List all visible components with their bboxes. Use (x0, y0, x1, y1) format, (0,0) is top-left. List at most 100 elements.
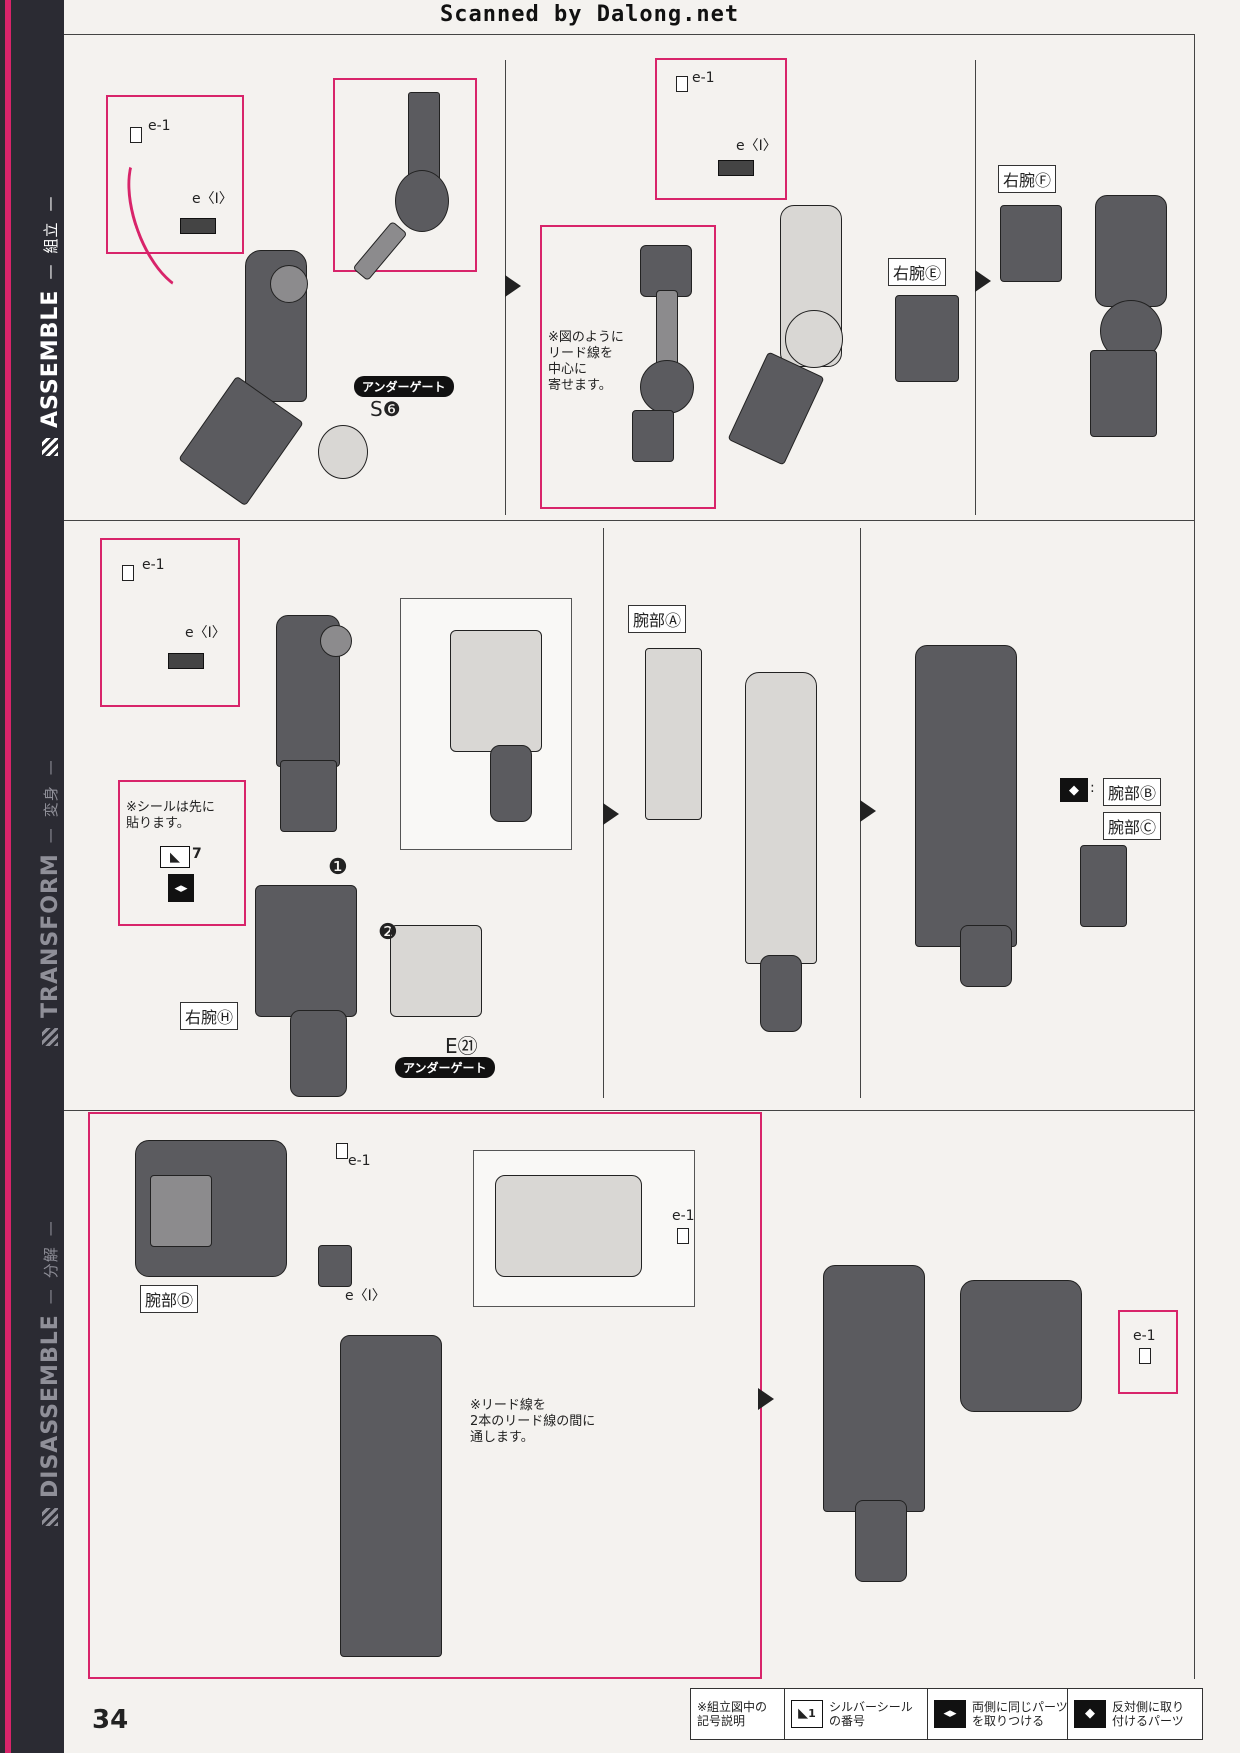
forearm-frame (727, 351, 825, 466)
sticker-number: 7 (192, 846, 202, 862)
polycap-s6 (318, 425, 368, 479)
interior-frame (450, 630, 542, 752)
wire-routing-detail-box (333, 78, 477, 272)
forearm-final-hand (855, 1500, 907, 1582)
slash-icon (42, 1508, 58, 1526)
next-step-arrow (860, 800, 876, 822)
forearm-closed (915, 645, 1017, 947)
connector-icon (718, 160, 754, 176)
elbow-shell (785, 310, 843, 368)
step1-marker: ❶ (328, 855, 348, 880)
scan-credit: Scanned by Dalong.net (440, 2, 740, 27)
note-sticker-first: ※シールは先に 貼ります。 (126, 800, 215, 831)
slash-icon (42, 438, 58, 456)
step2-marker: ❷ (378, 920, 398, 945)
next-step-arrow (975, 270, 991, 292)
forearm-hand (760, 955, 802, 1032)
legend-same-both: ◂▸ 両側に同じパーツ を取りつける (927, 1688, 1075, 1740)
legend-title: ※組立図中の 記号説明 (690, 1688, 792, 1740)
legend-opposite-side: ◆ 反対側に取り 付けるパーツ (1067, 1688, 1203, 1740)
e21-label: E㉑ (445, 1034, 478, 1058)
next-step-arrow (758, 1388, 774, 1410)
plug-icon (336, 1143, 348, 1159)
cover-interior (150, 1175, 212, 1247)
e-i-label: e〈Ⅰ〉 (185, 625, 226, 641)
joint-socket (270, 265, 308, 303)
forearm-final (823, 1265, 925, 1512)
right-arm-e-part (895, 295, 959, 382)
forearm-closed-hand (960, 925, 1012, 987)
cover-final (960, 1280, 1082, 1412)
connector-part (318, 1245, 352, 1287)
under-gate-badge: アンダーゲート (395, 1057, 495, 1078)
legend-silver-sticker: ◣1 シルバーシール の番号 (784, 1688, 935, 1740)
page-number: 34 (92, 1705, 129, 1735)
forearm-upright (340, 1335, 442, 1657)
forearm-assembly (745, 672, 817, 964)
shoulder-block (255, 885, 357, 1017)
arm-b-label: 腕部Ⓑ (1103, 778, 1162, 806)
sidebar-assemble-label: ASSEMBLE — 組立 — (34, 116, 66, 456)
plug-icon (122, 565, 134, 581)
row1-divider (64, 520, 1194, 521)
connector-icon (180, 218, 216, 234)
sidebar-disassemble-label: DISASSEMBLE — 分解 — (34, 1186, 66, 1526)
both-sides-icon: ◂▸ (934, 1700, 966, 1728)
e-i-label: e〈Ⅰ〉 (192, 191, 233, 207)
frame-joint (640, 360, 694, 414)
arm-assembly-upper (1095, 195, 1167, 307)
e1-label: e-1 (692, 70, 715, 86)
hand-part (290, 1010, 347, 1097)
connector-icon (168, 653, 204, 669)
note-lead-center: ※図のように リード線を 中心に 寄せます。 (548, 330, 624, 393)
joint-socket (320, 625, 352, 657)
opposite-side-icon: ◆ (1074, 1700, 1106, 1728)
cover-cross-section (495, 1175, 642, 1277)
arm-b-c-part (1080, 845, 1127, 927)
arm-mid-block (280, 760, 337, 832)
opposite-side-icon: ◆ (1060, 778, 1088, 802)
arm-c-label: 腕部Ⓒ (1103, 812, 1162, 840)
s6-label: S❻ (370, 397, 401, 421)
wire-detail-box-2 (655, 58, 787, 200)
plug-icon (1139, 1348, 1151, 1364)
slash-icon (42, 1028, 58, 1046)
right-arm-f-label: 右腕Ⓕ (998, 165, 1057, 193)
arm-d-label: 腕部Ⓓ (140, 1285, 199, 1313)
under-gate-badge: アンダーゲート (354, 376, 454, 397)
row2-divider (64, 1110, 1194, 1111)
right-rule (1194, 34, 1195, 1679)
wire-detail-box-1 (106, 95, 244, 254)
arm-a-part (645, 648, 702, 820)
arm-assembly-lower (1090, 350, 1157, 437)
plug-icon (130, 127, 142, 143)
plug-detail-box (1118, 1310, 1178, 1394)
sticker-note-box (118, 780, 246, 926)
interior-hand (490, 745, 532, 822)
right-arm-f-part (1000, 205, 1062, 282)
cover-part-e21 (390, 925, 482, 1017)
e-i-label: e〈Ⅰ〉 (345, 1288, 386, 1304)
e1-label: e-1 (142, 557, 165, 573)
plug-icon (677, 1228, 689, 1244)
note-lead-between: ※リード線を 2本のリード線の間に 通します。 (470, 1398, 596, 1445)
e1-label: e-1 (348, 1153, 371, 1169)
plug-icon (676, 76, 688, 92)
sidebar-transform-label: TRANSFORM — 変身 — (34, 706, 66, 1046)
arm-a-label: 腕部Ⓐ (628, 605, 687, 633)
next-step-arrow (603, 803, 619, 825)
e1-label: e-1 (672, 1208, 695, 1224)
elbow-part (395, 170, 449, 232)
wire-detail-box-3 (100, 538, 240, 707)
colon: : (1090, 780, 1095, 796)
e1-label: e-1 (148, 118, 171, 134)
right-arm-e-label: 右腕Ⓔ (888, 258, 947, 286)
sticker-icon: ◣1 (791, 1700, 823, 1728)
both-sides-icon: ◂▸ (168, 874, 194, 902)
e1-label: e-1 (1133, 1328, 1156, 1344)
frame-base (632, 410, 674, 462)
right-arm-h-label: 右腕Ⓗ (180, 1002, 239, 1030)
sticker-icon: ◣ (160, 846, 190, 868)
top-rule (64, 34, 1194, 35)
sidebar-accent-stripe (5, 0, 11, 1753)
